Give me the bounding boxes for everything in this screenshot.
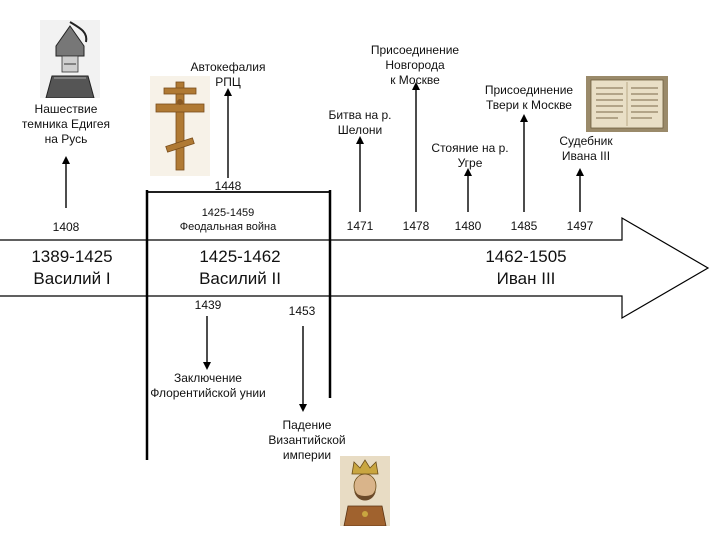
event-shelon-battle: Битва на р. Шелони bbox=[328, 108, 392, 137]
event-edigey-invasion: Нашествие темника Едигея на Русь bbox=[21, 102, 111, 146]
ruler-vasily-2: 1425-1462 Василий II bbox=[199, 247, 281, 288]
feudal-war-label: 1425-1459 Феодальная война bbox=[179, 207, 277, 233]
emperor-icon bbox=[340, 456, 390, 527]
year-1480: 1480 bbox=[454, 219, 482, 233]
event-sudebnik: Судебник Ивана III bbox=[559, 134, 613, 163]
year-1408: 1408 bbox=[52, 220, 80, 234]
emperor-portrait bbox=[340, 456, 390, 527]
year-1497: 1497 bbox=[566, 219, 594, 233]
warrior-portrait bbox=[40, 20, 100, 99]
warrior-icon bbox=[40, 20, 100, 99]
year-1448: 1448 bbox=[214, 179, 242, 193]
timeline-arrow bbox=[0, 216, 710, 320]
event-byzantine-fall: Падение Византийской империи bbox=[268, 418, 346, 462]
event-florence-union: Заключение Флорентийской унии bbox=[150, 371, 266, 400]
event-autocephaly: Автокефалия РПЦ bbox=[190, 60, 266, 89]
ruler-ivan-3: 1462-1505 Иван III bbox=[485, 247, 567, 288]
document-icon bbox=[586, 76, 668, 132]
crucifix-picture bbox=[150, 76, 210, 176]
cross-icon bbox=[150, 76, 210, 176]
ruler-vasily-1: 1389-1425 Василий I bbox=[31, 247, 113, 288]
year-1471: 1471 bbox=[346, 219, 374, 233]
year-1439: 1439 bbox=[194, 298, 222, 312]
event-tver-join: Присоединение Твери к Москве bbox=[484, 83, 574, 112]
year-1485: 1485 bbox=[510, 219, 538, 233]
year-1478: 1478 bbox=[402, 219, 430, 233]
event-ugra-stand: Стояние на р. Угре bbox=[431, 141, 509, 170]
event-novgorod-join: Присоединение Новгорода к Москве bbox=[370, 43, 460, 87]
sudebnik-document-picture bbox=[586, 76, 668, 132]
year-1453: 1453 bbox=[288, 304, 316, 318]
